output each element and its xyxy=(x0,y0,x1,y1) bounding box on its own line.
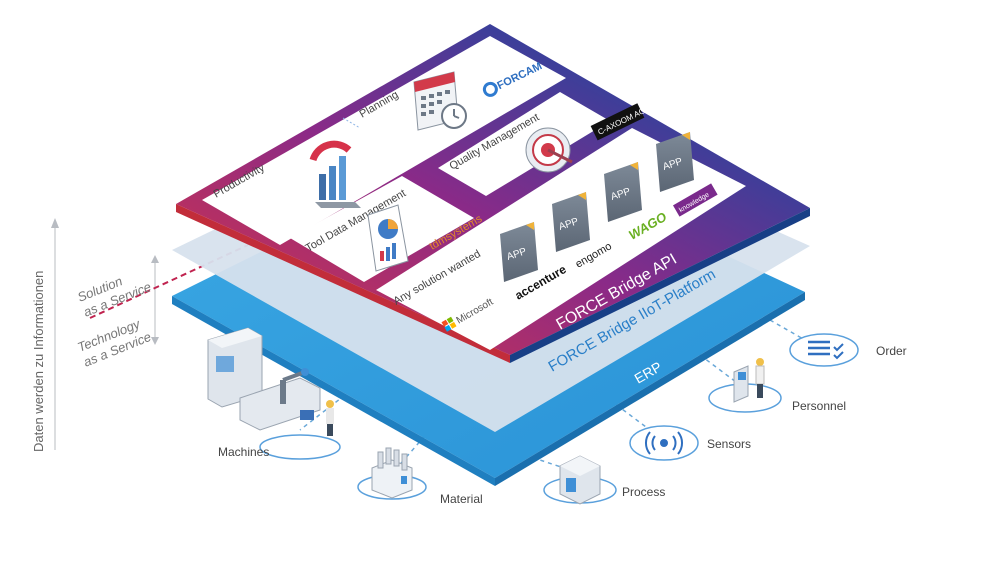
calendar-clock-icon xyxy=(413,71,467,131)
node-order: Order xyxy=(789,333,907,367)
technology-label: Technology as a Service xyxy=(75,316,153,370)
machine-robot-icon xyxy=(207,327,321,431)
node-machines-label: Machines xyxy=(218,445,269,459)
node-process: Process xyxy=(543,455,665,505)
terminal-worker-icon xyxy=(733,358,765,403)
node-material: Material xyxy=(357,447,483,506)
node-process-label: Process xyxy=(622,485,665,499)
gauge-chart-icon xyxy=(309,140,361,208)
node-sensors: Sensors xyxy=(629,425,751,461)
node-machines: Machines xyxy=(207,327,341,460)
checklist-icon xyxy=(808,340,844,360)
app-cards: APP APP APP APP xyxy=(500,132,694,282)
arrow-up-icon xyxy=(51,218,59,228)
panel-quality xyxy=(438,92,610,196)
panel-productivity-planning xyxy=(202,36,566,245)
process-cube-icon xyxy=(559,455,601,505)
solution-label: Solution as a Service xyxy=(75,273,153,319)
node-personnel: Personnel xyxy=(708,358,846,413)
app-card-3: APP xyxy=(604,162,642,222)
target-icon xyxy=(525,127,573,173)
app-card-4: APP xyxy=(656,132,694,192)
sensor-signal-icon xyxy=(645,431,683,455)
app-card-2: APP xyxy=(552,192,590,252)
node-material-label: Material xyxy=(440,492,483,506)
worker-icon xyxy=(326,400,334,436)
app-card-1: APP xyxy=(500,222,538,282)
report-chart-icon xyxy=(367,204,409,272)
arrow-down-icon xyxy=(151,337,159,345)
material-box-icon xyxy=(371,447,413,499)
node-sensors-label: Sensors xyxy=(707,437,751,451)
vertical-axis-label: Daten werden zu Informationen xyxy=(31,271,46,452)
node-order-label: Order xyxy=(876,344,907,358)
node-personnel-label: Personnel xyxy=(792,399,846,413)
arrow-up-icon xyxy=(151,255,159,263)
